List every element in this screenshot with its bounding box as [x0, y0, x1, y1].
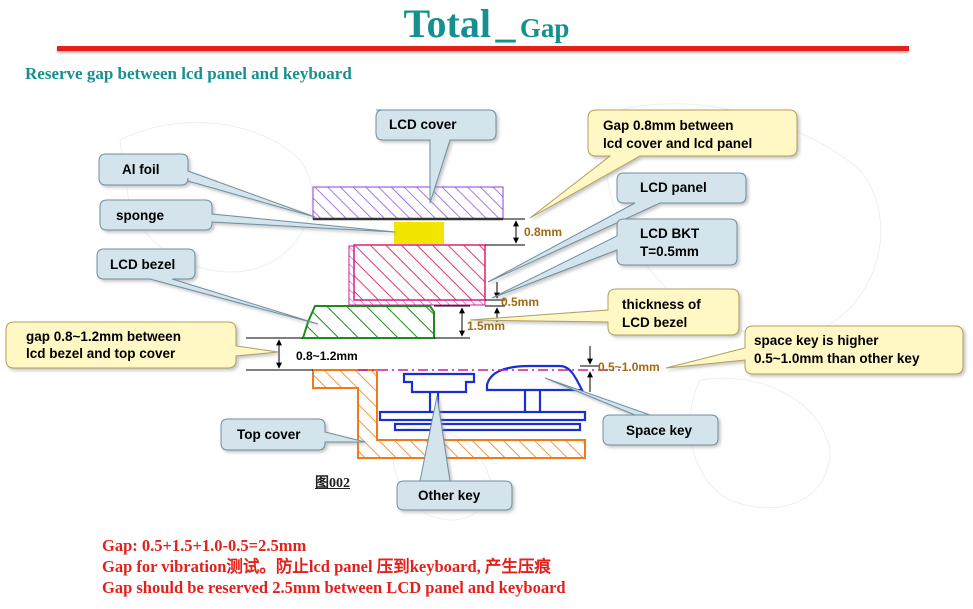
- callout-top-cover-text: Top cover: [237, 427, 301, 442]
- dim-0-5mm: 0.5mm: [501, 295, 539, 309]
- callout-thickness-bezel: [469, 288, 740, 336]
- dim-1-5mm: 1.5mm: [467, 319, 505, 333]
- keyboard-base-plate: [378, 410, 587, 422]
- callout-lcd-panel-text: LCD panel: [640, 180, 707, 195]
- lcd-panel-shape: [353, 244, 486, 301]
- callout-gap-cover-panel-line1: Gap 0.8mm between: [603, 118, 734, 133]
- keyboard-keys: [378, 364, 587, 432]
- footer-notes: Gap: 0.5+1.5+1.0-0.5=2.5mm Gap for vibra…: [102, 535, 566, 598]
- callout-space-key-text: Space key: [626, 423, 693, 438]
- callout-gap-bezel-cover-line1: gap 0.8~1.2mm between: [26, 329, 181, 344]
- dim-0-8mm: 0.8mm: [524, 225, 562, 239]
- callout-lcd-bezel-text: LCD bezel: [110, 257, 175, 272]
- dim-0-5-1-0mm: 0.5~1.0mm: [598, 360, 660, 374]
- callout-top-cover: [220, 418, 366, 451]
- callout-sponge-text: sponge: [116, 208, 164, 223]
- callout-lcd-cover: [375, 109, 497, 204]
- footer-line-3: Gap should be reserved 2.5mm between LCD…: [102, 578, 566, 597]
- callout-gap-bezel-cover-line2: lcd bezel and top cover: [26, 346, 176, 361]
- callout-lcd-bkt-line2: T=0.5mm: [640, 244, 699, 259]
- sponge-shape: [394, 222, 444, 244]
- dim-0-8-1-2mm: 0.8~1.2mm: [296, 349, 358, 363]
- callout-al-foil: [98, 153, 316, 218]
- lcd-cover-shape: [312, 186, 504, 220]
- subtitle: Reserve gap between lcd panel and keyboa…: [25, 64, 352, 83]
- callout-space-key-higher: [665, 325, 964, 375]
- top-cover-shape: [312, 369, 586, 459]
- figure-label: 图002: [315, 476, 350, 491]
- callout-lcd-bkt: [491, 218, 738, 299]
- title-separator: _: [495, 1, 516, 46]
- callout-other-key: [396, 395, 513, 511]
- space-key-cap: [485, 364, 584, 392]
- callout-space-key: [544, 377, 719, 446]
- callout-gap-cover-panel: [529, 109, 798, 219]
- footer-line-2: Gap for vibration测试。防止lcd panel 压到keyboa…: [102, 557, 551, 576]
- footer-line-1: Gap: 0.5+1.5+1.0-0.5=2.5mm: [102, 536, 307, 555]
- keyboard-base-plate-2: [393, 422, 582, 432]
- lcd-bezel-shape: [301, 305, 435, 339]
- page-title: Total _ Gap: [0, 0, 973, 47]
- callout-space-key-higher-line2: 0.5~1.0mm than other key: [754, 351, 920, 366]
- callout-lcd-panel: [487, 172, 747, 283]
- callout-space-key-higher-line1: space key is higher: [754, 333, 879, 348]
- dimension-lines: [246, 218, 600, 392]
- callout-lcd-bkt-line1: LCD BKT: [640, 226, 700, 241]
- title-sub: Gap: [519, 13, 570, 43]
- callout-other-key-text: Other key: [418, 488, 481, 503]
- callout-thickness-bezel-line2: LCD bezel: [622, 315, 687, 330]
- callout-lcd-cover-text: LCD cover: [389, 117, 457, 132]
- callout-sponge: [99, 199, 396, 233]
- callout-gap-bezel-cover: [5, 321, 279, 369]
- callout-gap-cover-panel-line2: lcd cover and lcd panel: [603, 136, 752, 151]
- title-main: Total: [403, 1, 491, 46]
- callout-thickness-bezel-line1: thickness of: [622, 297, 701, 312]
- other-key-cap: [402, 372, 476, 394]
- callout-al-foil-text: Al foil: [122, 162, 160, 177]
- title-rule: [57, 46, 909, 51]
- callout-lcd-bezel: [96, 248, 319, 325]
